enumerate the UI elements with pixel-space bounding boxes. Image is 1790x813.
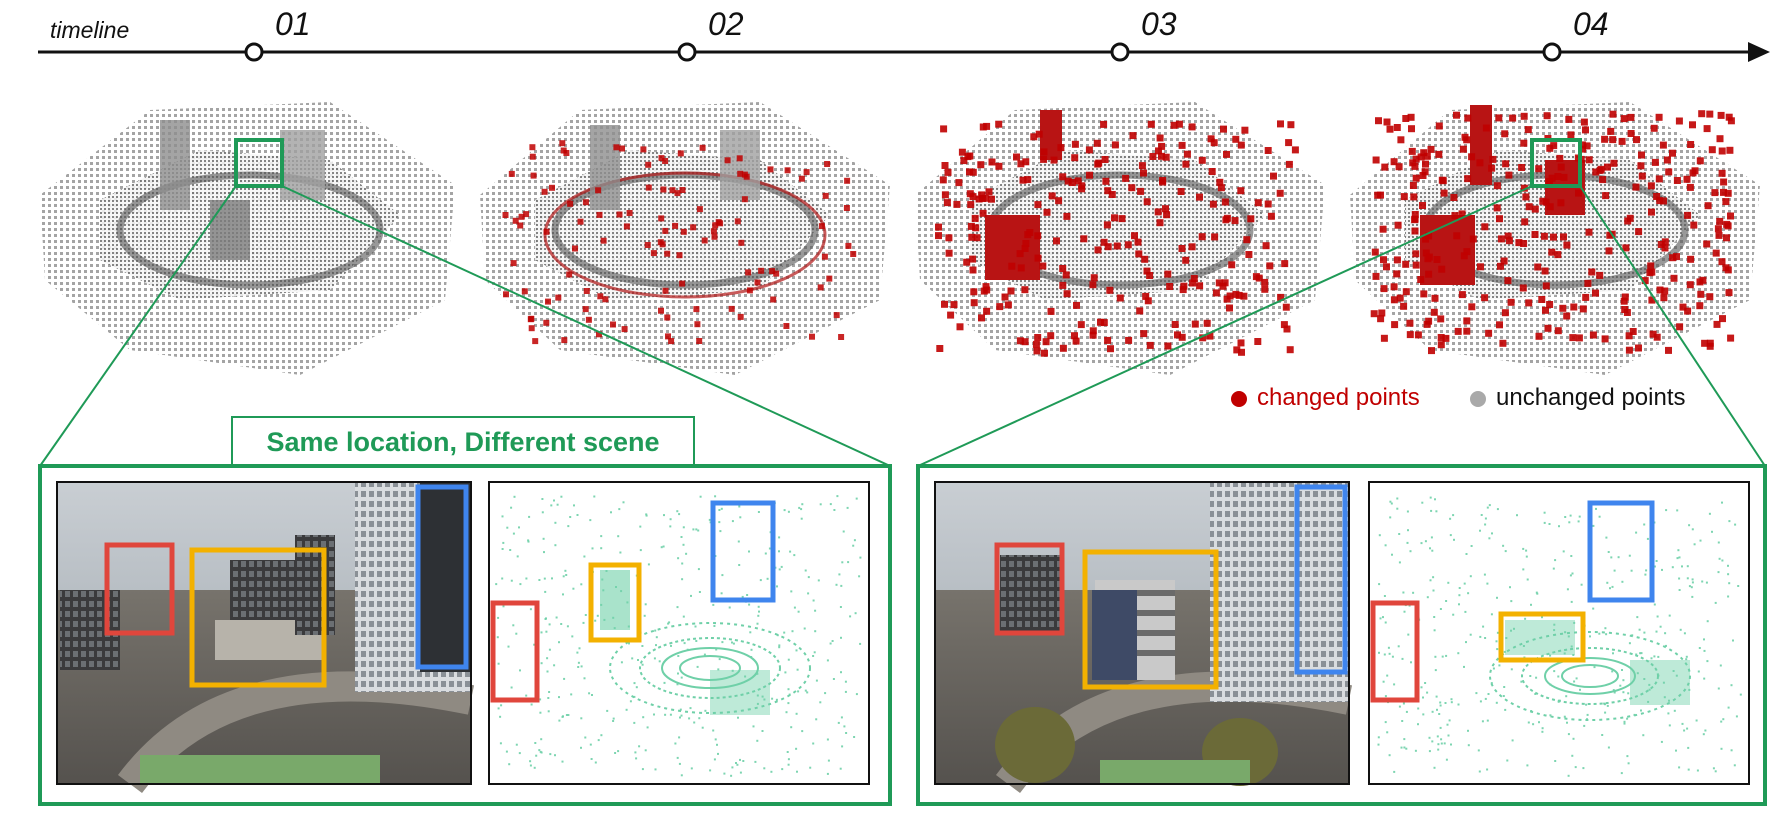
zoom-region-box-04 — [1530, 138, 1582, 188]
point-cloud-map-02 — [480, 102, 890, 375]
comparison-panel-right — [916, 464, 1767, 806]
legend: changed points unchanged points — [1231, 384, 1686, 411]
epoch-label-04: 04 — [1573, 6, 1609, 42]
box-red-image-left — [104, 542, 175, 636]
box-blue-image-right — [1294, 484, 1348, 675]
box-yellow-image-right — [1082, 549, 1219, 690]
epoch-label-03: 03 — [1141, 6, 1177, 42]
changed-point-marker — [1231, 391, 1247, 407]
box-yellow-image-left — [189, 547, 327, 688]
unchanged-point-marker — [1470, 391, 1486, 407]
box-red-image-right — [994, 542, 1065, 636]
timeline-label: timeline — [50, 17, 129, 43]
epoch-marker-03 — [1110, 42, 1130, 62]
timeline-arrowhead-icon — [1748, 42, 1770, 62]
box-red-lidar-right — [1370, 600, 1420, 703]
epoch-marker-02 — [677, 42, 697, 62]
box-yellow-lidar-right — [1498, 611, 1586, 663]
box-red-lidar-left — [490, 600, 540, 703]
comparison-panel-left — [38, 464, 892, 806]
camera-image-left — [57, 482, 475, 794]
box-blue-image-left — [415, 484, 469, 670]
timeline: timeline 01 02 03 04 — [38, 6, 1770, 62]
camera-image-right — [935, 482, 1353, 794]
epoch-marker-04 — [1542, 42, 1562, 62]
zoom-region-box-01 — [234, 138, 284, 188]
box-blue-lidar-right — [1587, 500, 1655, 603]
legend-changed-label: changed points — [1257, 384, 1420, 411]
epoch-label-01: 01 — [275, 6, 311, 42]
callout-title-box: Same location, Different scene — [231, 416, 695, 466]
epoch-marker-01 — [244, 42, 264, 62]
box-blue-lidar-left — [710, 500, 776, 603]
lidar-scan-right — [1368, 481, 1750, 785]
lidar-scan-left — [488, 481, 870, 785]
epoch-label-02: 02 — [708, 6, 744, 42]
zoom-connectors — [39, 185, 1766, 467]
box-yellow-lidar-left — [588, 562, 642, 643]
point-cloud-map-01 — [40, 102, 455, 375]
changed-points-scatter — [502, 110, 1735, 357]
legend-unchanged-label: unchanged points — [1496, 384, 1686, 411]
callout-title: Same location, Different scene — [266, 427, 659, 457]
